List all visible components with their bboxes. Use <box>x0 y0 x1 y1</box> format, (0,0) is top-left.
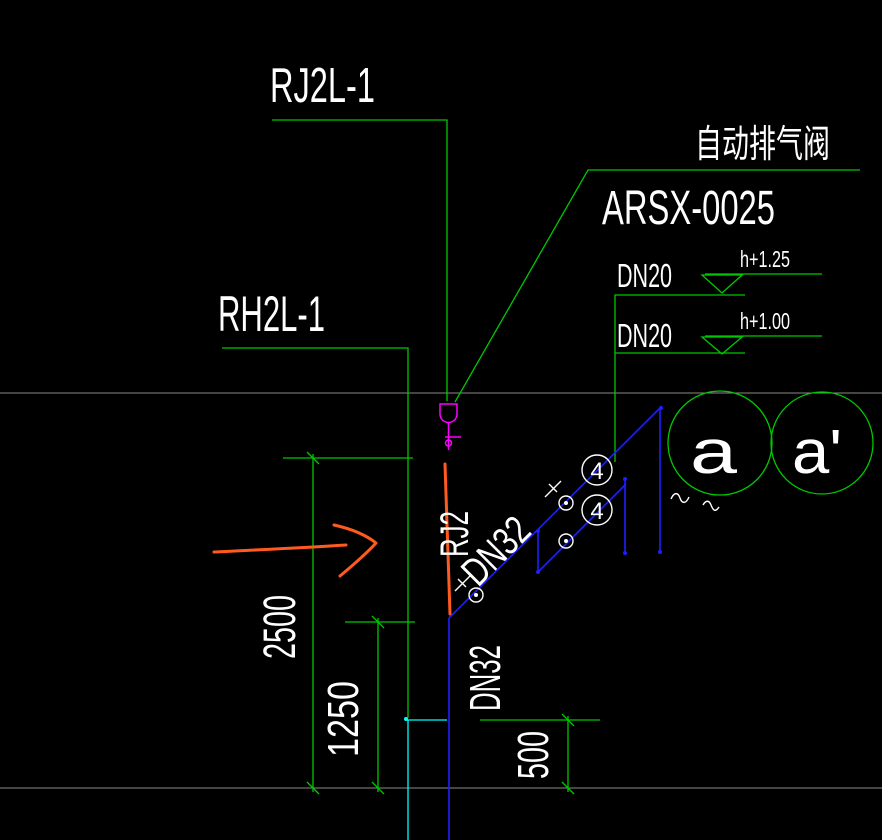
pipe-end-dot <box>659 406 663 410</box>
dim-tick-1250-top <box>371 615 385 629</box>
label-main-dn32: DN32 <box>461 645 510 711</box>
markup-arrow-head <box>332 523 378 578</box>
fitting-tag-circle-lower <box>581 494 613 526</box>
fitting-tag-circle-upper <box>581 454 613 486</box>
label-rh2l-1: RH2L-1 <box>218 286 325 342</box>
pipe-branch-diagonal <box>448 405 663 619</box>
label-rj2l-1: RJ2L-1 <box>270 59 375 113</box>
fitting-circle-icon <box>558 533 574 549</box>
tee-symbol-icon <box>544 480 562 498</box>
label-node-a-prime: a' <box>792 418 842 487</box>
fitting-tag-upper: 4 <box>590 458 603 485</box>
pipe-end-dot <box>536 529 540 533</box>
fitting-tag-lower: 4 <box>590 498 603 525</box>
leader-dn20-upper <box>614 294 745 462</box>
pipe-end-dot <box>658 550 662 554</box>
label-outlet-lower-elevation: h+1.00 <box>740 308 790 334</box>
leader-air-valve <box>454 169 860 403</box>
cyan-pipe <box>407 719 447 840</box>
pipe-end-dot <box>623 551 627 555</box>
elevation-triangle-lower-icon <box>700 336 744 355</box>
tee-symbol-icon <box>454 575 471 592</box>
air-valve-ring <box>444 439 453 447</box>
node-circle-a <box>667 390 773 496</box>
label-outlet-lower-size: DN20 <box>617 317 672 354</box>
leader-rh2l-1 <box>222 347 409 718</box>
label-air-valve-model: ARSX-0025 <box>602 182 775 235</box>
node-circle-a-prime <box>770 391 874 495</box>
label-node-a: a <box>690 418 738 487</box>
air-valve-body <box>439 403 458 424</box>
fitting-circle-icon <box>558 495 574 511</box>
label-outlet-upper-elevation: h+1.25 <box>740 246 790 272</box>
dim-tick-500-top <box>561 713 575 727</box>
pipe-branch-secondary <box>537 483 627 573</box>
dim-tick-2500-top <box>306 451 320 465</box>
fitting-circle-icon <box>468 587 484 603</box>
markup-arrow-shaft <box>212 543 348 554</box>
leader-rj2l-1 <box>272 119 448 401</box>
air-valve-icon <box>439 403 461 450</box>
elevation-triangle-upper-icon <box>700 274 744 294</box>
riser-rj2-highlight <box>443 462 452 616</box>
dim-text-500: 500 <box>509 731 558 779</box>
break-mark-icon <box>670 492 690 504</box>
pipe-end-dot <box>623 477 627 481</box>
dim-tick-500-bottom <box>561 781 575 795</box>
pipe-end-dot <box>536 570 540 574</box>
label-riser-rj2: RJ2 <box>433 511 477 557</box>
dim-tick-1250-bottom <box>371 781 385 795</box>
dim-text-2500: 2500 <box>254 595 305 659</box>
break-mark-icon <box>702 500 720 512</box>
label-air-valve-name: 自动排气阀 <box>695 122 830 166</box>
label-outlet-upper-size: DN20 <box>617 257 672 294</box>
dim-text-1250: 1250 <box>319 681 368 757</box>
dim-tick-2500-bottom <box>306 781 320 795</box>
cyan-node <box>404 717 408 721</box>
